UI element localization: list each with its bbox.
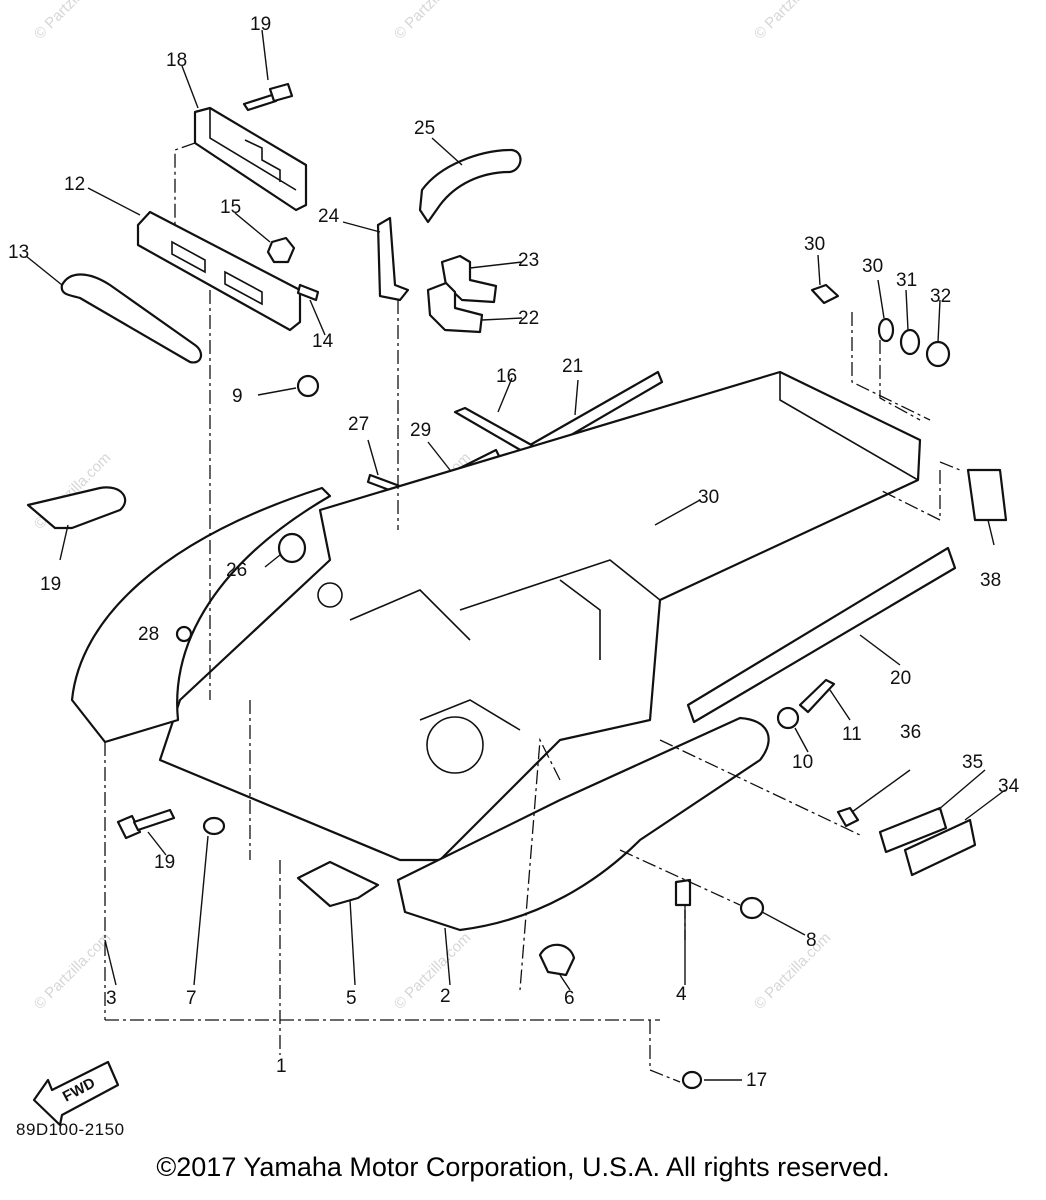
callout-3: 3 — [106, 988, 117, 1009]
part-20-bracket — [26, 486, 127, 530]
callout-2: 2 — [440, 986, 451, 1007]
part-8-plug — [739, 896, 765, 920]
part-4-cap — [674, 878, 692, 907]
callout-17: 17 — [746, 1070, 767, 1091]
part-9-grommet — [296, 374, 320, 398]
part-12-plate — [136, 210, 302, 332]
part-35-reflector — [903, 818, 977, 877]
callout-36: 35 — [962, 752, 983, 773]
callout-37: 36 — [900, 722, 921, 743]
part-32-washer — [877, 317, 895, 343]
part-36-plate — [878, 806, 948, 854]
part-7-plug — [202, 816, 226, 836]
watermark: © Partzilla.com — [751, 0, 834, 43]
callout-15: 15 — [220, 197, 241, 218]
part-13-handle — [60, 273, 203, 364]
part-2-side-panel — [396, 716, 770, 932]
part-15-nut — [266, 236, 296, 264]
callout-23: 22 — [518, 308, 539, 329]
callout-24: 23 — [518, 250, 539, 271]
part-17-plug — [681, 1070, 703, 1090]
part-10-nut — [776, 706, 800, 730]
assembly-lines — [104, 142, 961, 1083]
part-25-tube — [376, 216, 410, 302]
callout-32: 30 — [862, 256, 883, 277]
callout-10: 10 — [792, 752, 813, 773]
part-33-washer — [899, 328, 921, 356]
watermark: © Partzilla.com — [391, 929, 474, 1012]
leader-lines — [25, 29, 1006, 1081]
callout-26: 25 — [414, 118, 435, 139]
part-21-side-rail — [686, 546, 957, 724]
callout-9: 9 — [232, 386, 243, 407]
watermark: © Partzilla.com — [391, 0, 474, 43]
watermark: © Partzilla.com — [31, 0, 114, 43]
callout-7: 7 — [186, 988, 197, 1009]
part-5-guard — [296, 860, 380, 908]
callout-38: 38 — [980, 570, 1001, 591]
callout-34: 32 — [930, 286, 951, 307]
callout-12: 12 — [64, 174, 85, 195]
part-34-nut — [925, 340, 951, 368]
drawing-code: 89D100-2150 — [16, 1120, 125, 1139]
callout-27: 26 — [226, 560, 247, 581]
callout-21: 20 — [890, 668, 911, 689]
part-26-grip — [418, 148, 522, 224]
callout-14: 14 — [312, 331, 334, 352]
part-38-cap — [966, 468, 1008, 522]
callout-1: 1 — [276, 1056, 287, 1077]
callout-30: 29 — [410, 420, 431, 441]
part-23-bracket — [426, 281, 484, 334]
copyright-notice: ©2017 Yamaha Motor Corporation, U.S.A. A… — [156, 1152, 890, 1182]
callout-labels: 19 18 25 12 15 24 30 13 23 30 31 32 22 1… — [8, 14, 1020, 1091]
callout-31: 30 — [804, 234, 825, 255]
callout-33: 31 — [896, 270, 917, 291]
callout-22: 21 — [562, 356, 583, 377]
watermark: © Partzilla.com — [31, 929, 114, 1012]
callout-4: 4 — [676, 984, 687, 1005]
part-27-grommet — [277, 532, 307, 564]
callout-35: 34 — [998, 776, 1020, 797]
part-19-bolt-top — [242, 82, 294, 112]
callout-6: 6 — [564, 988, 575, 1009]
part-37-screw — [836, 806, 860, 828]
part-29-grommet — [175, 625, 193, 643]
fwd-arrow-icon: FWD — [32, 1060, 120, 1127]
watermark: © Partzilla.com — [751, 929, 834, 1012]
callout-25: 24 — [318, 206, 340, 227]
callout-16: 16 — [496, 366, 517, 387]
callout-5: 5 — [346, 988, 357, 1009]
part-11-bolt — [798, 678, 836, 714]
part-31-bolt — [810, 283, 840, 305]
callout-11: 11 — [842, 724, 862, 745]
part-6-clip — [538, 943, 576, 977]
callout-28: 27 — [348, 414, 369, 435]
part-19-bolt-bottom — [116, 808, 176, 840]
callout-8: 8 — [806, 930, 817, 951]
callout-13: 13 — [8, 242, 29, 263]
callout-18: 18 — [166, 50, 187, 71]
callout-29: 28 — [138, 624, 159, 645]
callout-19: 19 — [154, 852, 175, 873]
callout-19: 19 — [250, 14, 271, 35]
part-3-side-panel — [70, 486, 332, 744]
part-18-bracket — [193, 106, 308, 212]
callout-20: 19 — [40, 574, 61, 595]
part-14-tag — [296, 283, 320, 302]
part-1-main-frame — [158, 370, 922, 862]
callout-30: 30 — [698, 487, 719, 508]
